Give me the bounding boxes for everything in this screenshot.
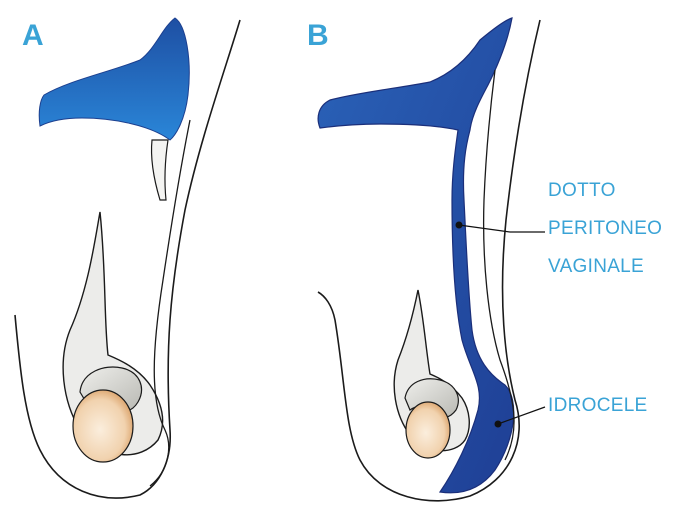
panel-a: A bbox=[15, 18, 240, 498]
duct-callout-line bbox=[459, 225, 545, 232]
peritoneal-cavity-a bbox=[39, 18, 189, 140]
duct-label-line-1: DOTTO bbox=[548, 180, 616, 201]
duct-label-line-3: VAGINALE bbox=[548, 256, 644, 277]
testis-a bbox=[73, 390, 133, 462]
duct-label-line-2: PERITONEO bbox=[548, 218, 662, 239]
hydrocele-label: IDROCELE bbox=[548, 395, 648, 416]
obliterated-processus-a bbox=[151, 140, 168, 200]
panel-b: B DOTTO PERITONEO VAGINALE IDROCELE bbox=[307, 18, 662, 501]
panel-b-letter: B bbox=[307, 19, 329, 52]
panel-a-letter: A bbox=[22, 19, 44, 52]
testis-b bbox=[406, 402, 450, 458]
